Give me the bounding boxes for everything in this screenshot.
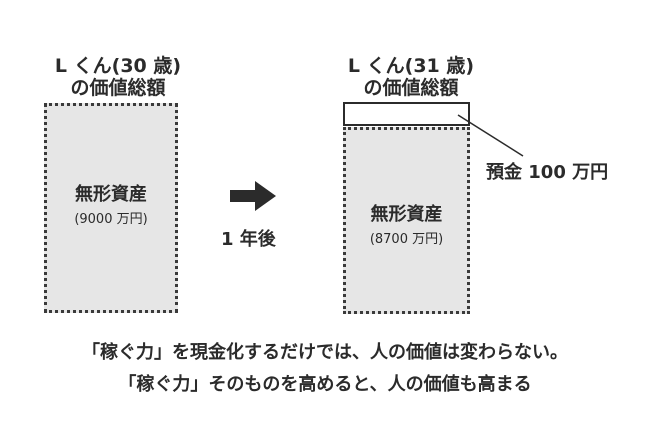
caption-line2: 「稼ぐ力」そのものを高めると、人の価値も高まる bbox=[118, 374, 532, 395]
transition-label: 1 年後 bbox=[221, 229, 276, 250]
right-intangible-assets-box: 無形資産 (8700 万円) bbox=[343, 127, 470, 314]
right-title-line2: の価値総額 bbox=[363, 77, 459, 99]
left-box-label: 無形資産 bbox=[75, 184, 147, 205]
caption-line1: 「稼ぐ力」を現金化するだけでは、人の価値は変わらない。 bbox=[82, 342, 568, 363]
left-title-line1: L くん(30 歳) bbox=[54, 55, 182, 77]
right-savings-box bbox=[343, 102, 470, 126]
savings-label: 預金 100 万円 bbox=[486, 162, 609, 183]
left-intangible-assets-box: 無形資産 (9000 万円) bbox=[44, 103, 178, 313]
savings-leader-line bbox=[457, 114, 524, 157]
right-box-value: (8700 万円) bbox=[369, 232, 444, 247]
left-box-value: (9000 万円) bbox=[74, 212, 148, 227]
right-title-line1: L くん(31 歳) bbox=[347, 55, 475, 77]
left-title-line2: の価値総額 bbox=[70, 77, 166, 99]
right-box-label: 無形資産 bbox=[370, 204, 443, 225]
arrow-right-icon bbox=[230, 181, 276, 211]
